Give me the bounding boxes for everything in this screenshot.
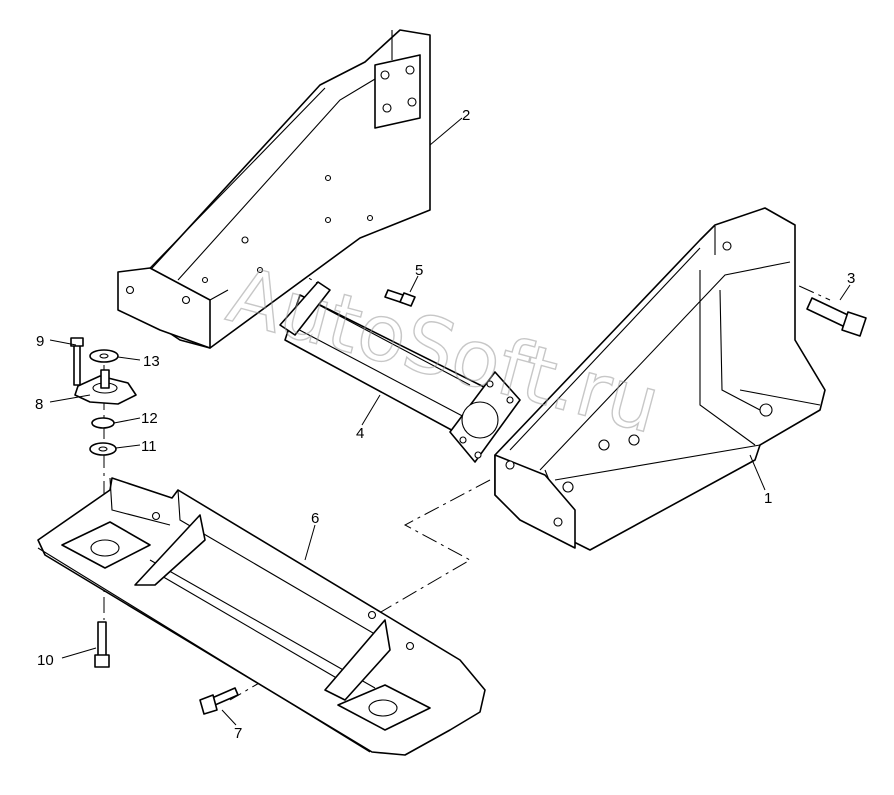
- callout-labels: 1 2 3 4 5 6 7 8 9 10 11 12 13: [35, 107, 855, 742]
- callout-4: 4: [356, 425, 364, 442]
- callout-12: 12: [141, 410, 158, 427]
- callout-10: 10: [37, 652, 54, 669]
- callout-2: 2: [462, 107, 470, 124]
- bolt-9: [73, 344, 81, 386]
- part-2-left-bracket: [117, 29, 431, 349]
- part-6-base-plate: [37, 477, 486, 756]
- washer-12: [91, 417, 115, 429]
- callout-7: 7: [234, 725, 242, 742]
- bolt-5: [384, 289, 416, 307]
- callout-13: 13: [143, 353, 160, 370]
- callout-9: 9: [36, 333, 44, 350]
- callout-3: 3: [847, 270, 855, 287]
- bolt-3: [806, 297, 867, 337]
- callout-11: 11: [141, 438, 157, 455]
- part-1-right-bracket: [494, 207, 826, 551]
- callout-5: 5: [415, 262, 423, 279]
- part-4-cross-tube: [279, 281, 521, 463]
- bolt-7: [199, 687, 239, 715]
- callout-6: 6: [311, 510, 319, 527]
- callout-8: 8: [35, 396, 43, 413]
- leader-lines: [49, 117, 851, 726]
- engine-mount-stack: [70, 337, 137, 668]
- callout-1: 1: [764, 490, 772, 507]
